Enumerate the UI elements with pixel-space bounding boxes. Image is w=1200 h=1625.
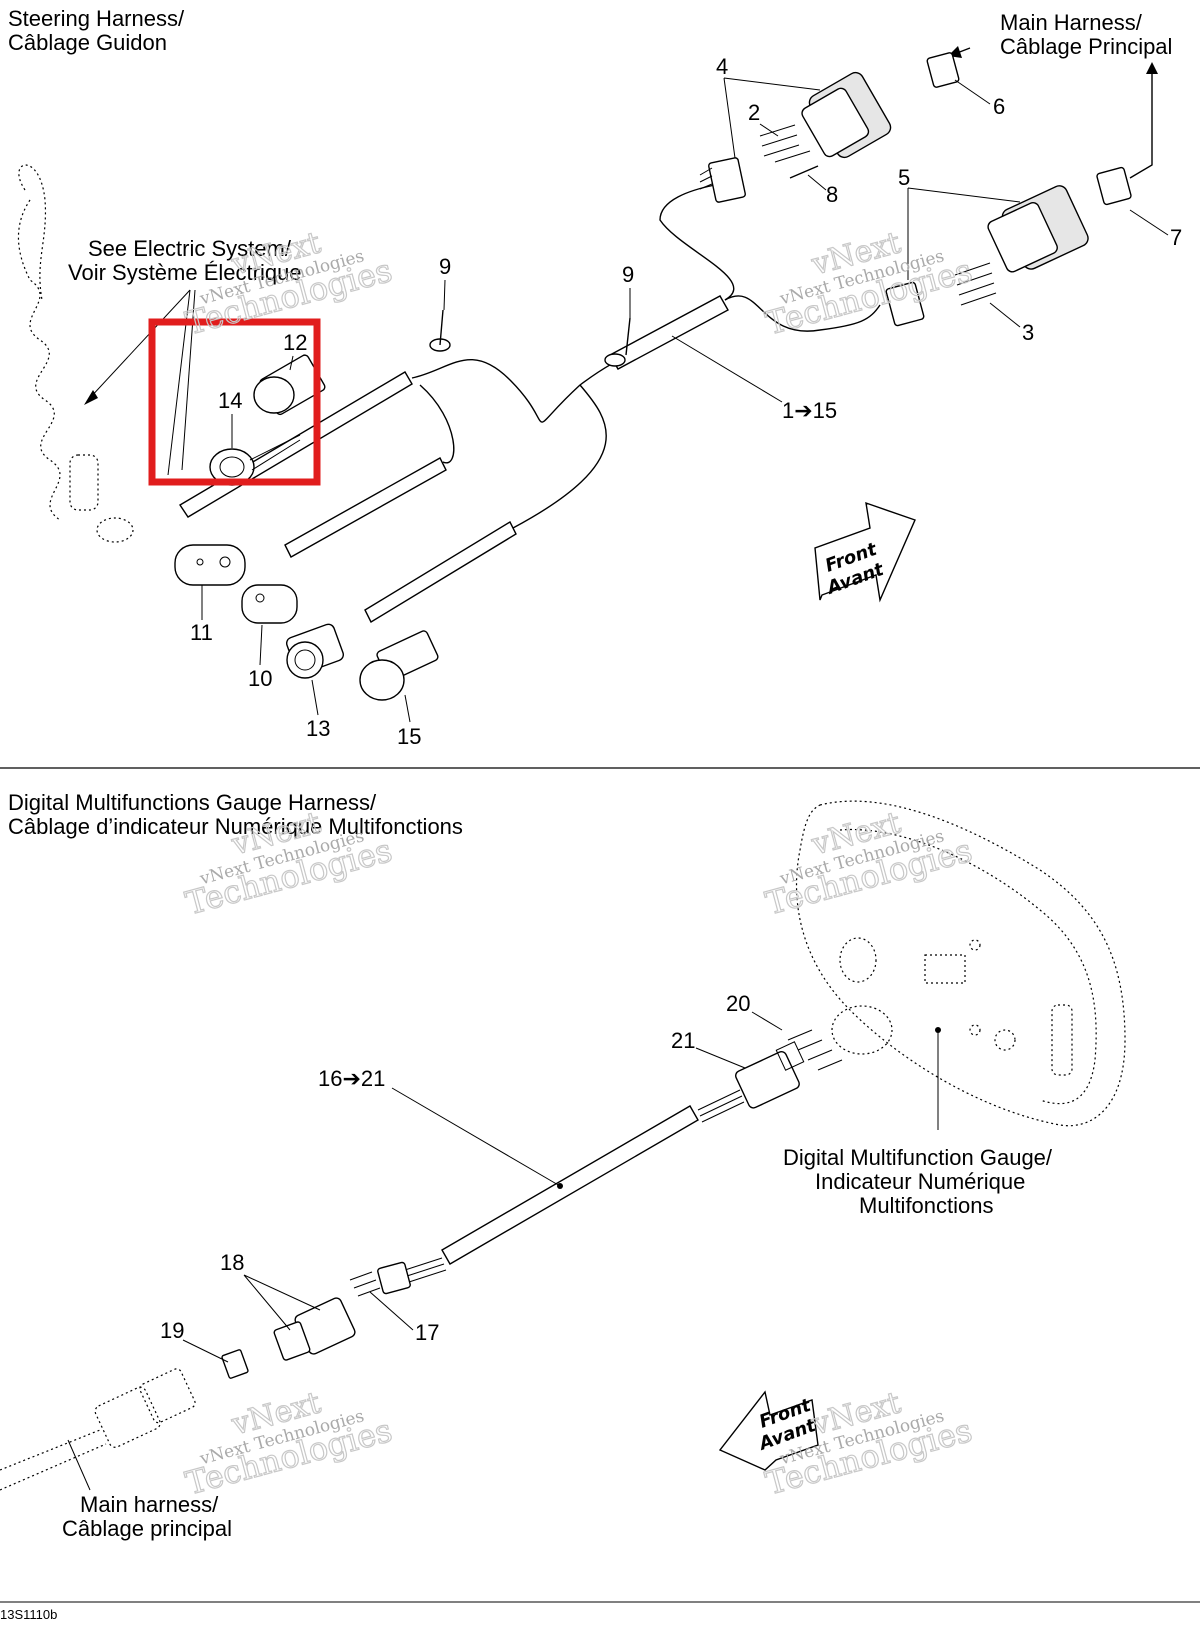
digital-gauge [795, 800, 1126, 1127]
arrowhead-icon [1146, 62, 1158, 74]
steering-coil-cable [17, 164, 134, 543]
steering-harness-title-line1: Steering Harness/ [8, 6, 185, 31]
main-harness-bottom-line2: Câblage principal [62, 1516, 232, 1541]
callout-8: 8 [826, 182, 838, 207]
gauge-harness-wires [697, 1089, 745, 1123]
callout-1-15: 1➔15 [782, 398, 837, 423]
highlight-box [148, 318, 321, 486]
callout-18: 18 [220, 1250, 244, 1275]
callout-15: 15 [397, 724, 421, 749]
gauge-harness-section: Digital Multifunctions Gauge Harness/ Câ… [0, 790, 1126, 1541]
callout-9a: 9 [439, 254, 451, 279]
watermark-5: vNext vNext Technologies Technologies [181, 1385, 397, 1503]
front-arrow-top: Front Avant [814, 501, 916, 603]
gauge-harness-tube [441, 1105, 699, 1265]
steering-harness-section: Steering Harness/ Câblage Guidon Main Ha… [8, 6, 1182, 749]
terminals-2 [759, 124, 811, 163]
callout-10: 10 [248, 666, 272, 691]
plug-6 [926, 52, 960, 88]
see-electric-label-line2: Voir Système Électrique [68, 260, 302, 285]
tie-wrap-9 [439, 309, 631, 356]
cap-15 [359, 630, 439, 701]
gauge-harness-title-line1: Digital Multifunctions Gauge Harness/ [8, 790, 377, 815]
callout-9b: 9 [622, 262, 634, 287]
see-electric-label-line1: See Electric System/ [88, 236, 292, 261]
gauge-label-line3: Multifonctions [859, 1193, 994, 1218]
callout-11: 11 [190, 620, 213, 645]
see-electric-leader [87, 289, 191, 401]
callout-19: 19 [160, 1318, 184, 1343]
callout-14: 14 [218, 388, 242, 413]
gauge-label-line1: Digital Multifunction Gauge/ [783, 1145, 1053, 1170]
main-harness-leader [67, 1439, 91, 1491]
terminals-20 [787, 1029, 843, 1071]
watermark-4: vNext vNext Technologies Technologies [761, 805, 977, 923]
plug-19 [221, 1349, 249, 1379]
figure-code: 13S1110b [0, 1607, 57, 1622]
terminals-17 [349, 1271, 381, 1297]
main-harness-arrow-2 [1129, 70, 1153, 179]
callout-7: 7 [1170, 225, 1182, 250]
terminals-3 [954, 262, 997, 306]
watermark-2: vNext vNext Technologies Technologies [761, 225, 977, 343]
switch-13 [285, 623, 345, 679]
connector-21 [735, 1041, 805, 1109]
main-harness-label-line1: Main Harness/ [1000, 10, 1143, 35]
switch-12 [253, 354, 326, 416]
callout-21: 21 [671, 1028, 695, 1053]
callout-5: 5 [898, 165, 910, 190]
arrowhead-icon [84, 390, 98, 405]
callout-13: 13 [306, 716, 330, 741]
callout-12: 12 [283, 330, 307, 355]
pin-8 [789, 165, 819, 179]
connector-18 [273, 1261, 411, 1361]
steering-harness-title-line2: Câblage Guidon [8, 30, 167, 55]
callout-2: 2 [748, 100, 760, 125]
sensor-11 [174, 544, 246, 586]
bottom-callouts: 20 21 16➔21 18 19 17 [67, 991, 941, 1491]
callout-4: 4 [716, 54, 728, 79]
main-harness-bottom-line1: Main harness/ [80, 1492, 219, 1517]
callout-20: 20 [726, 991, 750, 1016]
callout-3: 3 [1022, 320, 1034, 345]
gauge-harness-title-line2: Câblage d’indicateur Numérique Multifonc… [8, 814, 463, 839]
gauge-label-line2: Indicateur Numérique [815, 1169, 1025, 1194]
main-harness-label-line2: Câblage Principal [1000, 34, 1172, 59]
connector-4 [699, 71, 892, 203]
connector-5 [885, 185, 1089, 327]
top-callouts: 4 2 6 8 5 7 3 9 9 12 14 1➔15 11 [190, 54, 1182, 749]
sensor-10 [241, 584, 298, 624]
gauge-harness-wires-2 [404, 1257, 447, 1283]
callout-16-21: 16➔21 [318, 1066, 385, 1091]
callout-17: 17 [415, 1320, 439, 1345]
callout-dot [935, 1027, 941, 1033]
callout-dot [557, 1183, 563, 1189]
main-harness-plug [0, 1368, 196, 1491]
plug-7 [1096, 166, 1132, 206]
callout-6: 6 [993, 94, 1005, 119]
